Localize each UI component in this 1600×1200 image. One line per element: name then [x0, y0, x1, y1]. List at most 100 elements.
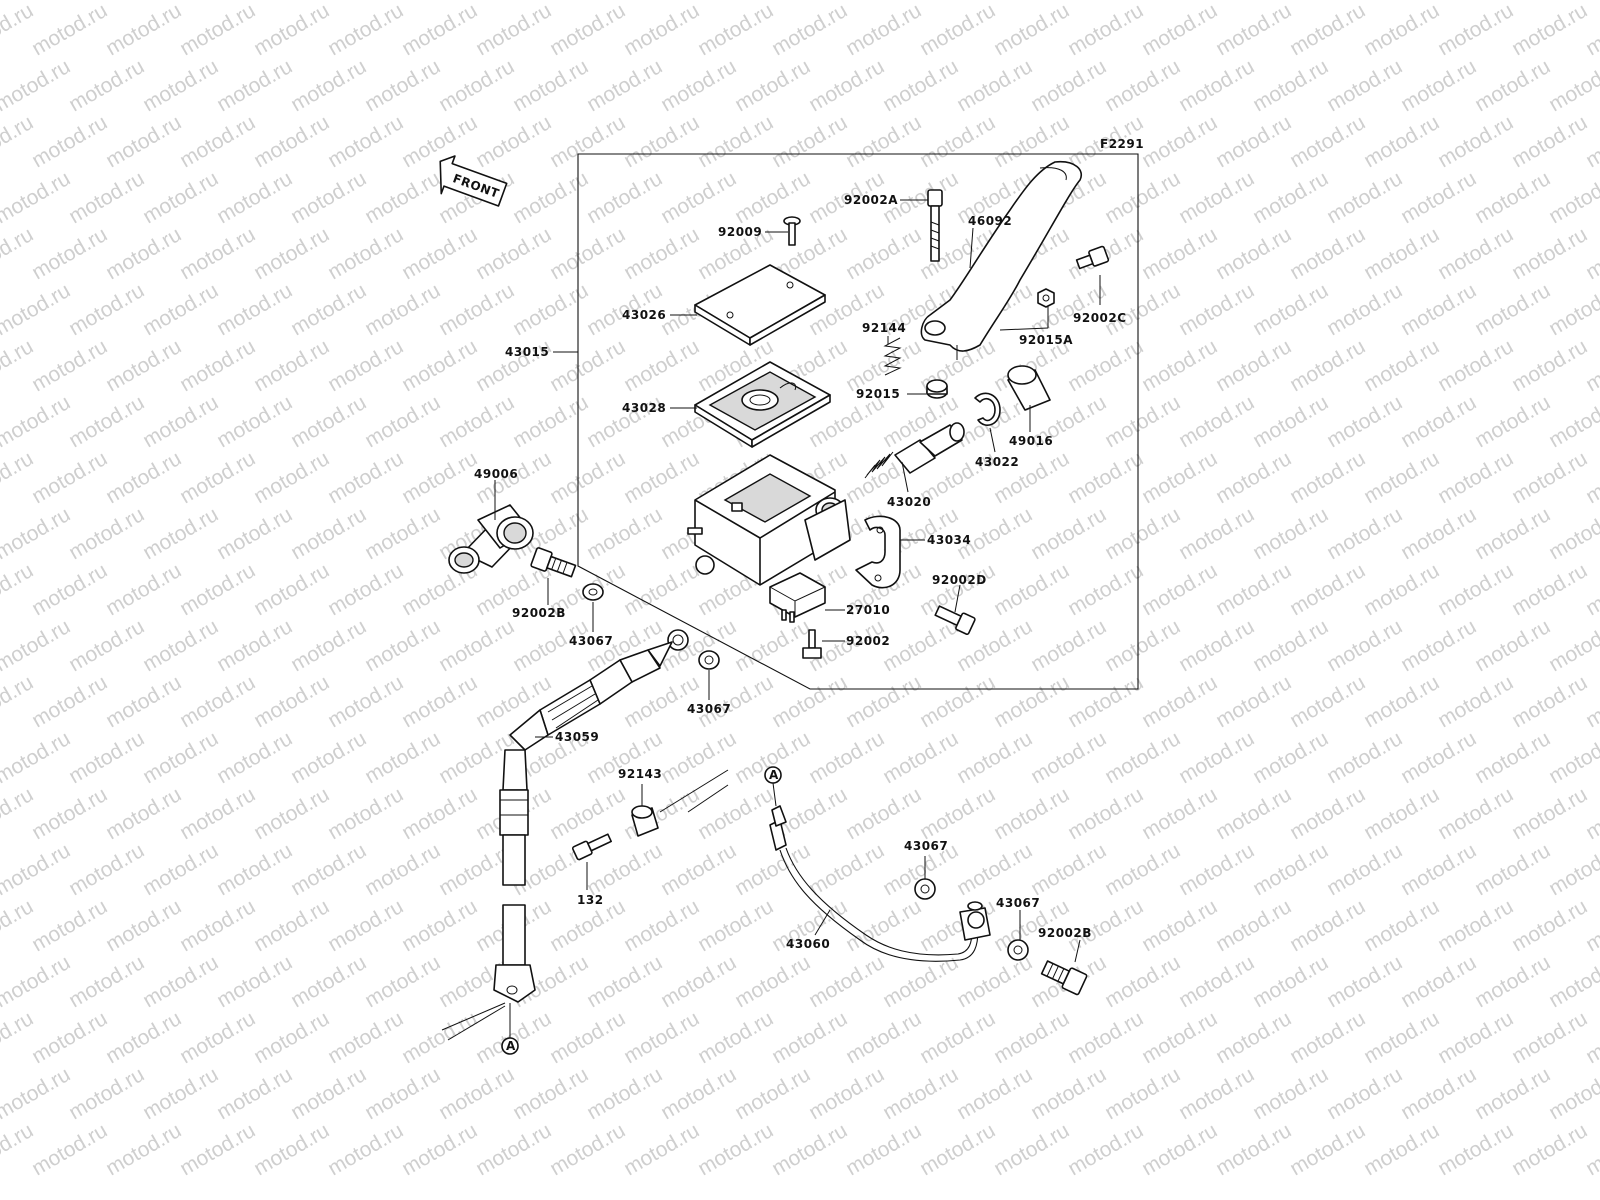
watermark-text: motod.ru	[1360, 783, 1443, 844]
watermark-text: motod.ru	[990, 671, 1073, 732]
watermark-text: motod.ru	[1323, 1063, 1406, 1124]
watermark-text: motod.ru	[1323, 279, 1406, 340]
watermark-text: motod.ru	[1286, 671, 1369, 732]
watermark-text: motod.ru	[1323, 615, 1406, 676]
watermark-text: motod.ru	[28, 559, 111, 620]
watermark-text: motod.ru	[1064, 783, 1147, 844]
label-49006: 49006	[474, 467, 518, 481]
bolt-92002b-upper	[530, 547, 577, 578]
watermark-text: motod.ru	[324, 0, 407, 60]
clamp-43034	[855, 515, 901, 589]
watermark-text: motod.ru	[1249, 1063, 1332, 1124]
watermark-text: motod.ru	[102, 783, 185, 844]
watermark-text: motod.ru	[1323, 839, 1406, 900]
screw-92009	[783, 216, 801, 246]
watermark-text: motod.ru	[1397, 839, 1480, 900]
watermark-text: motod.ru	[805, 839, 888, 900]
watermark-text: motod.ru	[805, 55, 888, 116]
watermark-text: motod.ru	[398, 335, 481, 396]
watermark-text: motod.ru	[139, 0, 222, 4]
watermark-text: motod.ru	[65, 167, 148, 228]
watermark-text: motod.ru	[1545, 839, 1600, 900]
watermark-text: motod.ru	[0, 279, 74, 340]
watermark-text: motod.ru	[583, 55, 666, 116]
watermark-text: motod.ru	[1397, 279, 1480, 340]
watermark-text: motod.ru	[583, 167, 666, 228]
watermark-text: motod.ru	[1175, 503, 1258, 564]
watermark-text: motod.ru	[0, 447, 37, 508]
diaphragm-43028	[694, 361, 831, 448]
watermark-text: motod.ru	[731, 839, 814, 900]
watermark-text: motod.ru	[361, 615, 444, 676]
watermark-text: motod.ru	[657, 1063, 740, 1124]
watermark-text: motod.ru	[1064, 0, 1147, 60]
watermark-text: motod.ru	[1545, 279, 1600, 340]
watermark-text: motod.ru	[1101, 279, 1184, 340]
watermark-text: motod.ru	[1434, 895, 1517, 956]
watermark-text: motod.ru	[1360, 111, 1443, 172]
watermark-text: motod.ru	[213, 951, 296, 1012]
watermark-text: motod.ru	[324, 1119, 407, 1180]
watermark-text: motod.ru	[805, 727, 888, 788]
watermark-text: motod.ru	[65, 55, 148, 116]
watermark-text: motod.ru	[398, 0, 481, 60]
watermark-text: motod.ru	[28, 335, 111, 396]
watermark-text: motod.ru	[1212, 0, 1295, 60]
watermark-text: motod.ru	[324, 783, 407, 844]
watermark-text: motod.ru	[1471, 391, 1554, 452]
front-arrow: FRONT	[439, 155, 508, 207]
watermark-text: motod.ru	[1471, 615, 1554, 676]
label-43020: 43020	[887, 495, 931, 509]
label-43067-lower-right: 43067	[996, 896, 1040, 910]
diagram-code: F2291	[1100, 137, 1144, 151]
watermark-text: motod.ru	[1508, 223, 1591, 284]
watermark-text: motod.ru	[139, 167, 222, 228]
watermark-text: motod.ru	[842, 1007, 925, 1068]
watermark-text: motod.ru	[1286, 783, 1369, 844]
watermark-text: motod.ru	[287, 167, 370, 228]
watermark-text: motod.ru	[139, 279, 222, 340]
watermark-text: motod.ru	[842, 111, 925, 172]
washer-43067-mid	[698, 650, 720, 670]
watermark-text: motod.ru	[65, 279, 148, 340]
watermark-text: motod.ru	[953, 839, 1036, 900]
watermark-text: motod.ru	[1101, 951, 1184, 1012]
watermark-text: motod.ru	[916, 671, 999, 732]
watermark-text: motod.ru	[176, 447, 259, 508]
watermark-text: motod.ru	[1360, 1119, 1443, 1180]
watermark-text: motod.ru	[1249, 615, 1332, 676]
watermark-text: motod.ru	[1175, 1063, 1258, 1124]
watermark-text: motod.ru	[1175, 615, 1258, 676]
watermark-text: motod.ru	[1064, 671, 1147, 732]
watermark-text: motod.ru	[176, 111, 259, 172]
watermark-text: motod.ru	[0, 167, 74, 228]
watermark-text: motod.ru	[398, 1119, 481, 1180]
watermark-text: motod.ru	[324, 671, 407, 732]
watermark-text: motod.ru	[694, 1007, 777, 1068]
watermark-text: motod.ru	[1175, 279, 1258, 340]
watermark-text: motod.ru	[1323, 391, 1406, 452]
watermark-text: motod.ru	[842, 223, 925, 284]
watermark-text: motod.ru	[65, 391, 148, 452]
watermark-text: motod.ru	[287, 391, 370, 452]
watermark-text: motod.ru	[1027, 55, 1110, 116]
nut-92015	[926, 379, 948, 399]
watermark-text: motod.ru	[1138, 335, 1221, 396]
watermark-text: motod.ru	[1027, 615, 1110, 676]
watermark-text: motod.ru	[657, 951, 740, 1012]
watermark-text: motod.ru	[287, 951, 370, 1012]
watermark-text: motod.ru	[250, 335, 333, 396]
label-92002: 92002	[846, 634, 890, 648]
watermark-text: motod.ru	[1138, 671, 1221, 732]
bolt-92002	[802, 629, 822, 659]
watermark-text: motod.ru	[139, 839, 222, 900]
watermark-text: motod.ru	[1508, 1119, 1591, 1180]
watermark-text: motod.ru	[324, 223, 407, 284]
label-92144: 92144	[862, 321, 906, 335]
watermark-text: motod.ru	[879, 615, 962, 676]
watermark-text: motod.ru	[1212, 223, 1295, 284]
watermark-text: motod.ru	[435, 55, 518, 116]
watermark-text: motod.ru	[287, 503, 370, 564]
watermark-text: motod.ru	[1027, 1063, 1110, 1124]
watermark-text: motod.ru	[731, 167, 814, 228]
